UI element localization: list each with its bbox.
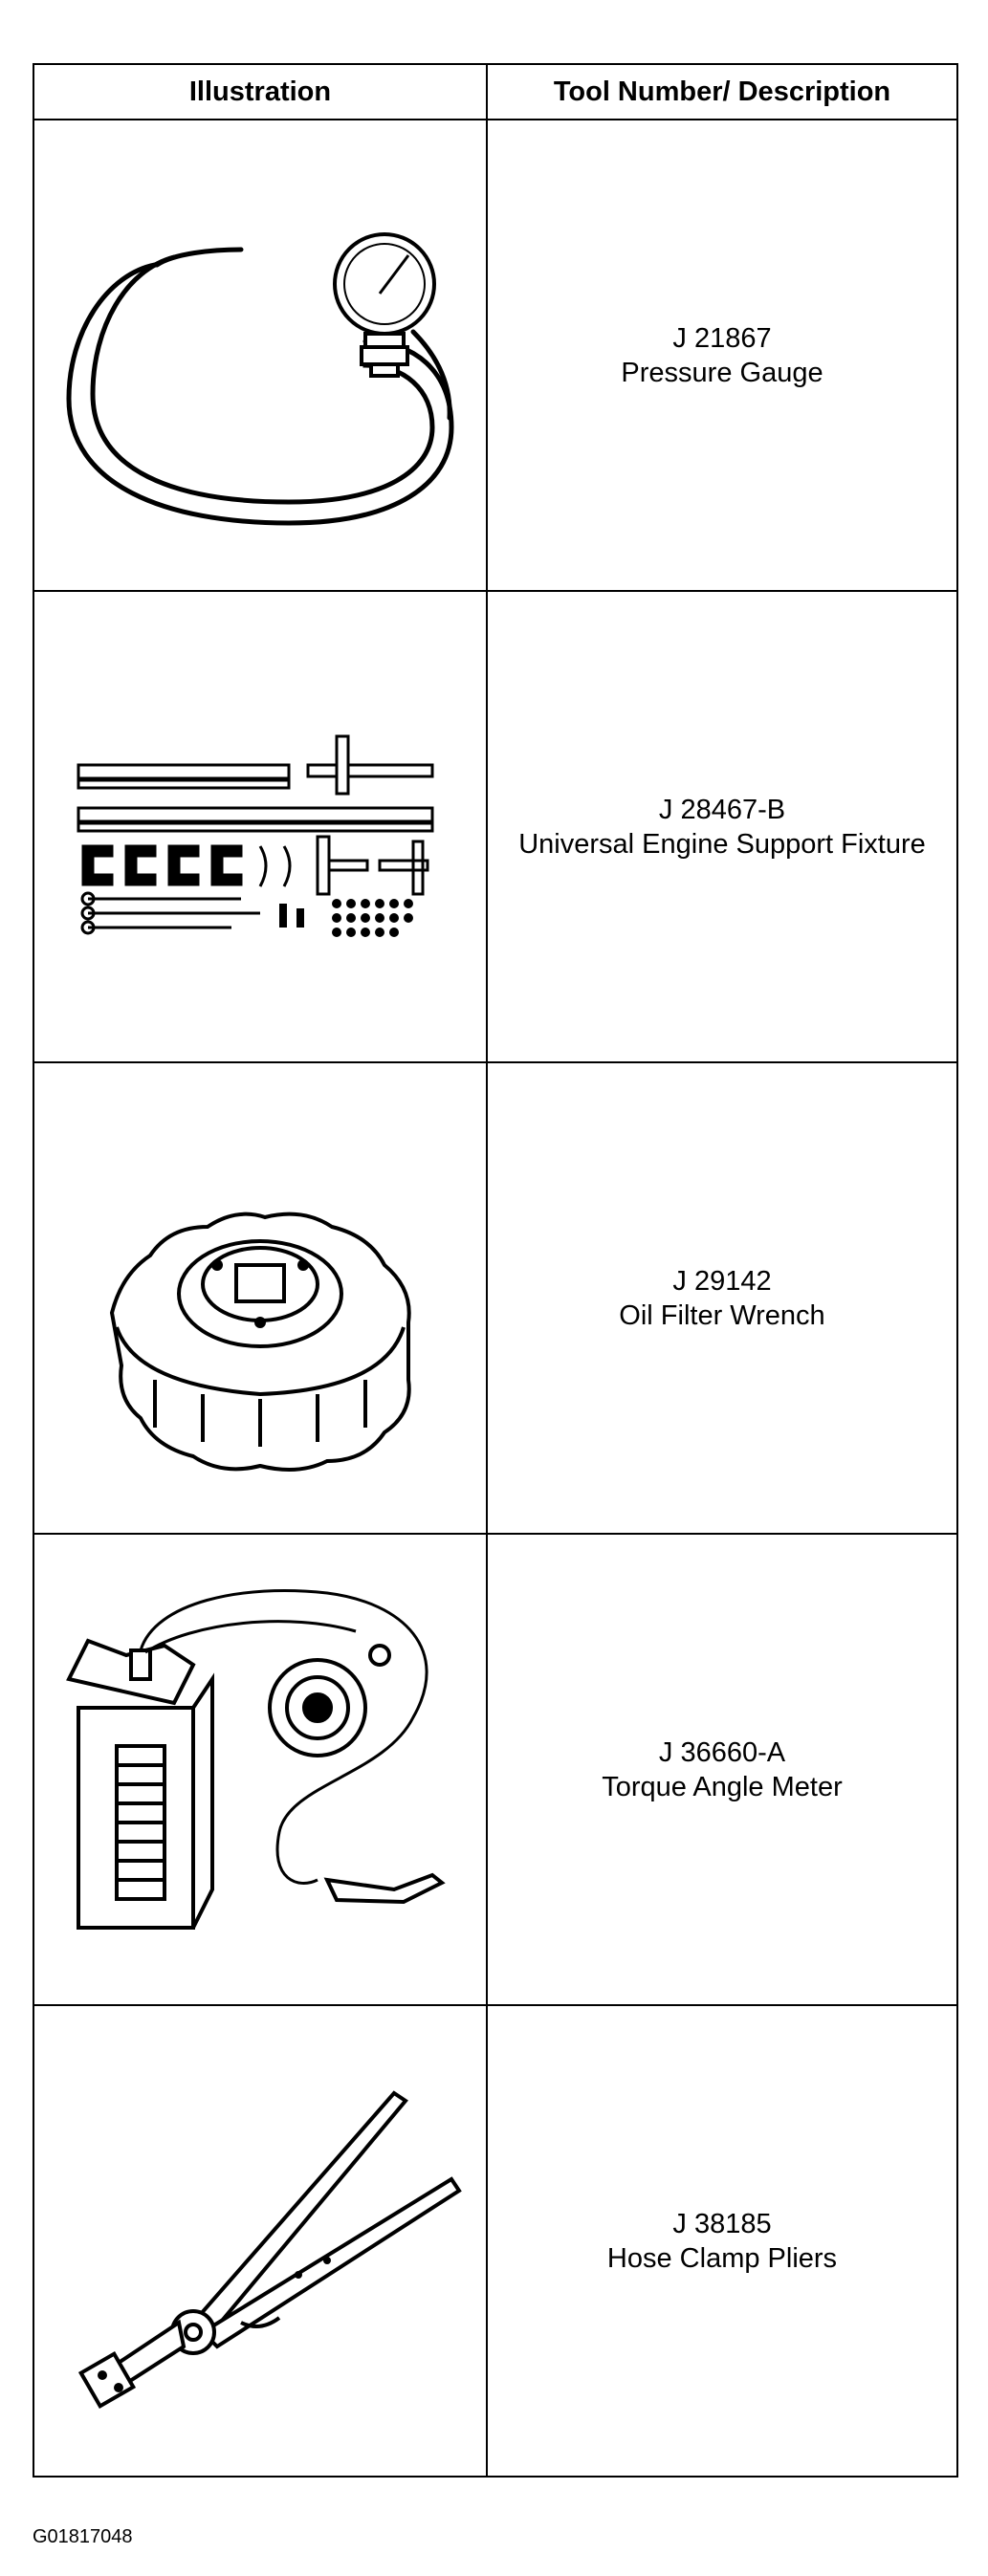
table-row: J 36660-A Torque Angle Meter [33,1533,958,2006]
table-row: J 29142 Oil Filter Wrench [33,1061,958,1535]
torque-angle-meter-icon [50,1564,471,1976]
oil-filter-wrench-icon [50,1093,471,1504]
hose-clamp-pliers-icon [50,2036,471,2447]
tool-description: Torque Angle Meter [602,1771,843,1802]
tool-description: Hose Clamp Pliers [606,2242,838,2274]
special-tools-table: Illustration Tool Number/ Description [33,63,958,2478]
table-row: J 28467-B Universal Engine Support Fixtu… [33,590,958,1063]
engine-support-fixture-icon [50,622,471,937]
tool-description: Pressure Gauge [621,357,823,388]
illustration-cell [33,119,488,592]
table-header-row: Illustration Tool Number/ Description [33,63,958,120]
pressure-gauge-icon [50,150,471,561]
tool-number: J 28467-B [658,794,786,825]
tool-number: J 38185 [672,2208,772,2239]
illustration-header: Illustration [33,63,488,120]
table-row: J 21867 Pressure Gauge [33,119,958,592]
tool-description-cell: J 29142 Oil Filter Wrench [486,1061,958,1535]
tool-description-cell: J 38185 Hose Clamp Pliers [486,2004,958,2478]
tool-description-cell: J 21867 Pressure Gauge [486,119,958,592]
illustration-cell [33,2004,488,2478]
tool-description-cell: J 36660-A Torque Angle Meter [486,1533,958,2006]
tool-number: J 29142 [672,1265,772,1297]
tool-number: J 36660-A [658,1736,786,1768]
tool-description: Oil Filter Wrench [619,1299,825,1331]
illustration-cell [33,590,488,1063]
tool-description-cell: J 28467-B Universal Engine Support Fixtu… [486,590,958,1063]
illustration-cell [33,1061,488,1535]
tool-description-header: Tool Number/ Description [486,63,958,120]
illustration-cell [33,1533,488,2006]
table-row: J 38185 Hose Clamp Pliers [33,2004,958,2478]
tool-number: J 21867 [672,322,772,354]
figure-id: G01817048 [33,2526,133,2547]
tool-description: Universal Engine Support Fixture [518,828,926,860]
